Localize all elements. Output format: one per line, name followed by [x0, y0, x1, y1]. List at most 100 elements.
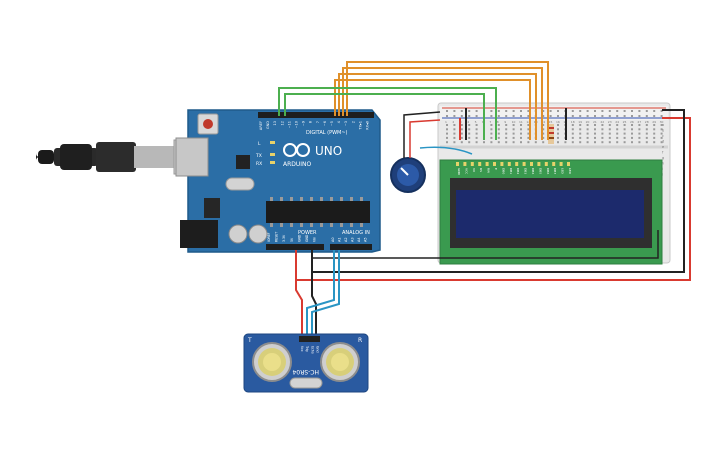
breadboard-hole — [446, 136, 448, 139]
rail-hole — [586, 110, 589, 112]
rail-hole — [608, 110, 611, 112]
rail-hole — [490, 110, 493, 112]
rail-hole — [542, 115, 545, 117]
rail-hole — [616, 115, 619, 117]
lcd-pin — [507, 162, 511, 166]
rail-hole — [616, 110, 619, 112]
rail-hole — [638, 115, 641, 117]
column-number: 12 — [526, 120, 530, 124]
breadboard-hole — [638, 141, 641, 144]
breadboard-hole — [460, 136, 463, 139]
rail-hole — [520, 110, 522, 112]
analog-header — [330, 244, 372, 250]
breadboard-hole — [505, 128, 508, 131]
power-header — [266, 244, 324, 250]
wire-orange — [334, 79, 531, 140]
lcd-screen — [456, 190, 644, 238]
rail-hole — [520, 115, 522, 117]
breadboard-hole — [475, 141, 478, 144]
lcd-pin — [456, 162, 459, 166]
lcd-pin-label: GND — [457, 168, 461, 176]
rail-hole — [623, 110, 626, 112]
breadboard-hole — [497, 132, 500, 135]
rail-hole — [475, 110, 478, 112]
row-letter: g — [662, 156, 664, 160]
breadboard-hole — [601, 124, 604, 126]
breadboard-hole — [557, 132, 559, 135]
breadboard-hole — [512, 124, 515, 126]
breadboard-hole — [631, 124, 633, 126]
breadboard-hole — [638, 124, 641, 126]
digital-pin-label: RX◂0 — [366, 121, 370, 130]
breadboard-hole — [446, 128, 448, 131]
column-number: 1 — [445, 120, 447, 124]
power-pin-label: RESET — [275, 232, 279, 242]
lcd-pin-label: E — [494, 168, 498, 170]
breadboard-hole — [527, 132, 530, 135]
rail-hole — [497, 110, 500, 112]
breadboard-hole — [557, 124, 559, 126]
breadboard-hole — [497, 136, 500, 139]
breadboard-hole — [527, 141, 530, 144]
breadboard-hole — [586, 128, 589, 131]
rail-hole — [594, 110, 596, 112]
power-pin-label: 3.3V — [282, 234, 286, 242]
digital-pin-label: 4 — [337, 120, 341, 123]
breadboard-hole — [512, 141, 515, 144]
lcd-pin-label: V0 — [472, 168, 476, 172]
lcd-pin — [567, 162, 570, 166]
breadboard-hole — [586, 132, 589, 135]
breadboard-hole — [475, 132, 478, 135]
power-pin-label: IOREF — [267, 232, 271, 242]
breadboard-hole — [608, 124, 611, 126]
breadboard-hole — [520, 136, 522, 139]
column-number: 16 — [556, 120, 560, 124]
lcd-pin-label: DB5 — [538, 168, 542, 174]
rail-hole — [549, 115, 552, 117]
column-number: 28 — [645, 120, 649, 124]
breadboard-hole — [579, 136, 582, 139]
breadboard-hole — [571, 128, 574, 131]
sensor-pin-label: Trig — [305, 345, 309, 352]
digital-pin-label: TX▸1 — [358, 121, 362, 131]
breadboard-hole — [512, 128, 515, 131]
breadboard-hole — [638, 132, 641, 135]
column-number: 18 — [571, 120, 575, 124]
arduino-uno-board[interactable]: ARDUINO UNO DIGITAL (PWM~) POWER ANALOG … — [175, 109, 381, 253]
sensor-pin-label: Gnd — [316, 346, 320, 353]
breadboard-hole — [579, 124, 582, 126]
lcd-pin-label: DB3 — [524, 168, 528, 174]
crystal — [289, 377, 323, 389]
breadboard-hole — [468, 124, 471, 126]
digital-pin-label: ~5 — [330, 121, 334, 126]
column-number: 27 — [637, 120, 641, 124]
lcd-pin-label: DB6 — [546, 168, 550, 174]
column-number: 15 — [549, 120, 553, 124]
potentiometer[interactable] — [390, 157, 426, 193]
breadboard-hole — [653, 124, 656, 126]
sensor-side-label-r: R — [358, 337, 362, 344]
breadboard-hole — [645, 141, 648, 144]
rail-hole — [631, 110, 633, 112]
rail-hole — [453, 115, 456, 117]
wires — [278, 61, 691, 338]
column-number: 22 — [600, 120, 604, 124]
breadboard-hole — [571, 141, 574, 144]
lcd-pin-label: DB4 — [531, 168, 535, 174]
breadboard-hole — [660, 128, 663, 131]
lcd-pin — [522, 162, 526, 166]
rail-hole — [645, 110, 648, 112]
sensor-pin-label: Vcc — [300, 346, 304, 352]
breadboard-hole — [542, 128, 545, 131]
breadboard-hole — [490, 136, 493, 139]
breadboard-hole — [616, 136, 619, 139]
breadboard-hole — [520, 124, 522, 126]
column-number: 5 — [475, 120, 477, 124]
breadboard-hole — [460, 141, 463, 144]
rail-hole — [660, 115, 663, 117]
breadboard-hole — [542, 124, 545, 126]
breadboard-hole — [490, 128, 493, 131]
breadboard-hole — [660, 141, 663, 144]
